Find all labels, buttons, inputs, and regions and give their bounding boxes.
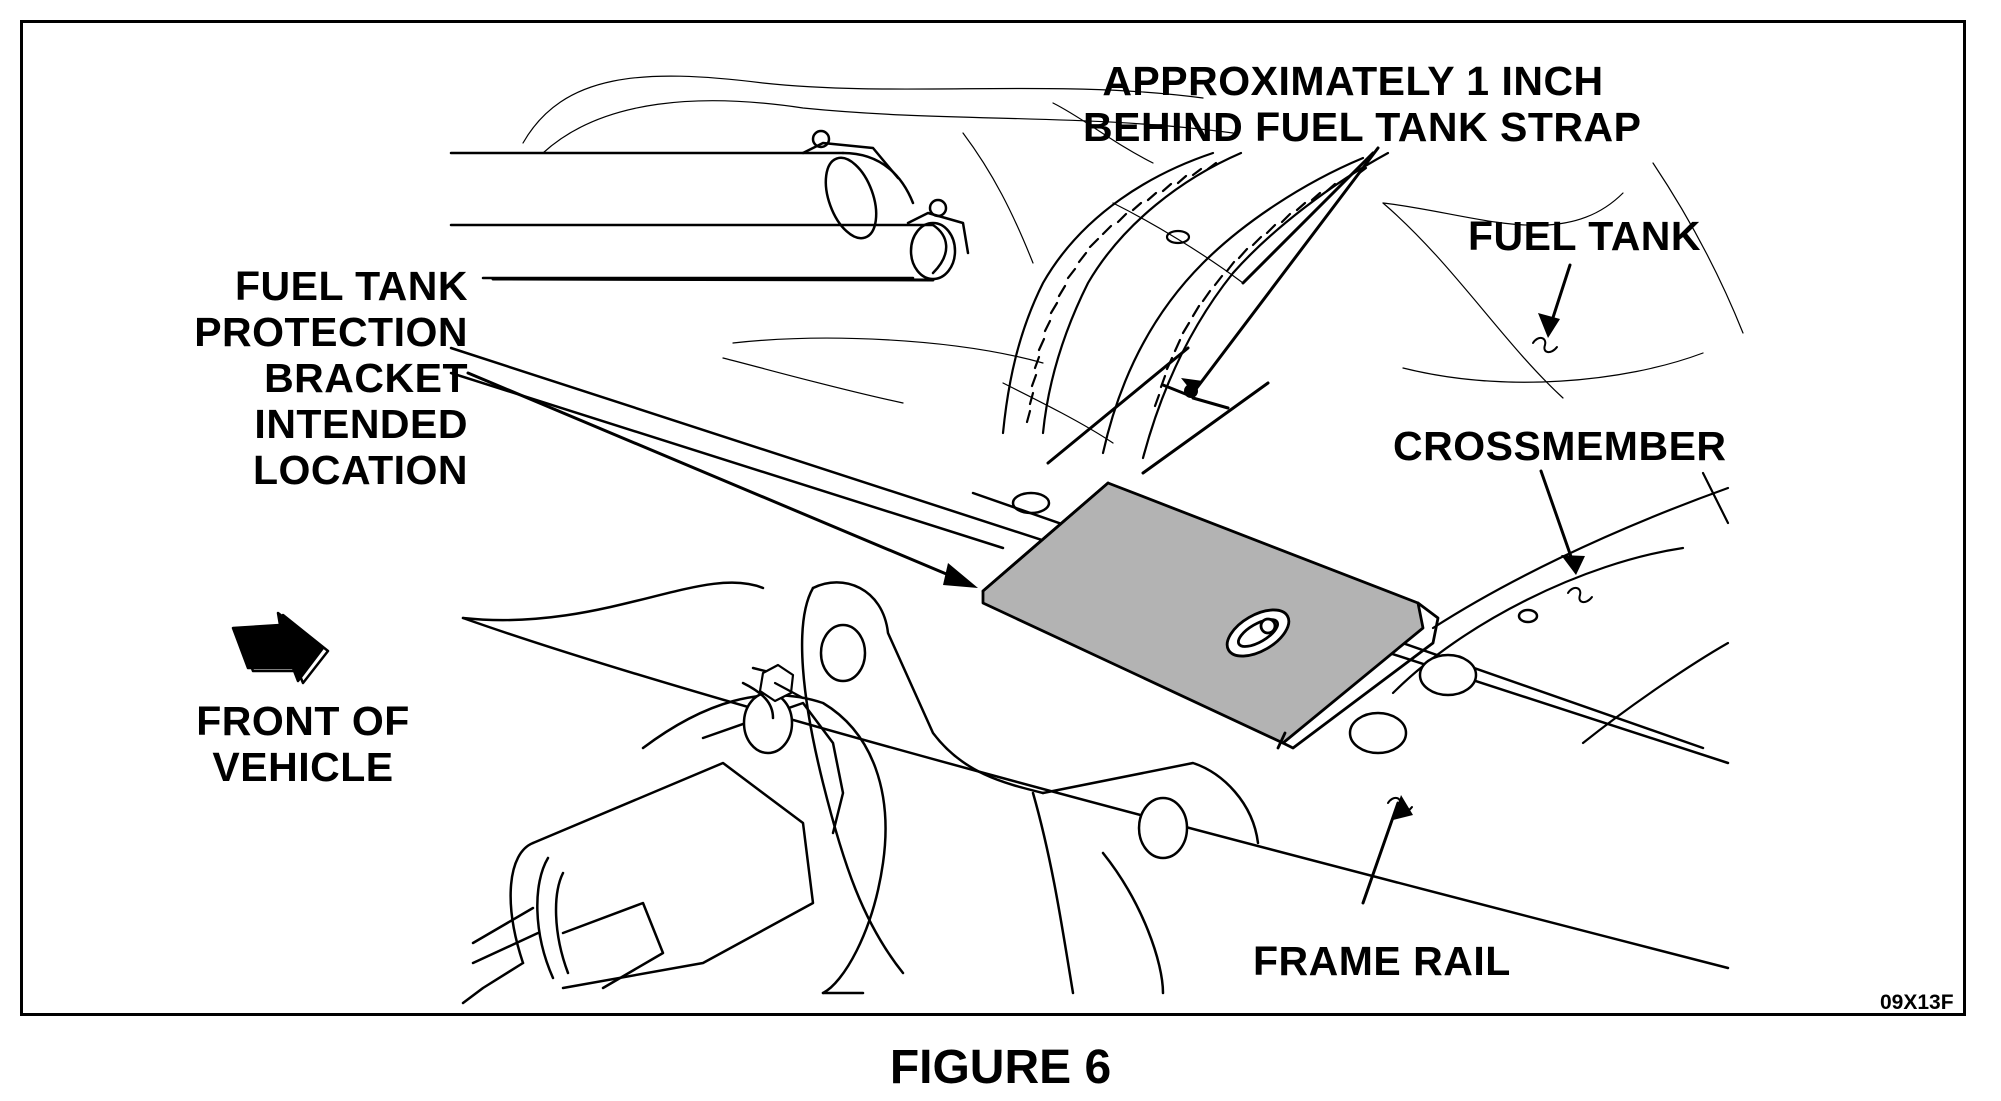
label-bracket-location: FUEL TANK PROTECTION BRACKET INTENDED LO… bbox=[194, 263, 468, 493]
leader-lines bbox=[466, 146, 1577, 905]
measurement-marks bbox=[1046, 346, 1270, 475]
fuel-lines bbox=[449, 129, 970, 281]
squiggles bbox=[1387, 337, 1593, 813]
label-crossmember: CROSSMEMBER bbox=[1393, 423, 1727, 469]
arrowheads bbox=[943, 313, 1585, 820]
figure-frame: APPROXIMATELY 1 INCH BEHIND FUEL TANK ST… bbox=[20, 20, 1966, 1016]
figure-code: 09X13F bbox=[1880, 991, 1954, 1014]
crossmember bbox=[1391, 471, 1730, 745]
nut bbox=[758, 663, 805, 703]
frame-plugs bbox=[1348, 653, 1478, 755]
lower-assembly bbox=[461, 581, 1260, 1005]
line-drawing bbox=[231, 75, 1744, 1005]
fuel-tank-strap bbox=[1001, 151, 1390, 460]
label-frame-rail: FRAME RAIL bbox=[1253, 938, 1511, 984]
label-approx-1-inch: APPROXIMATELY 1 INCH BEHIND FUEL TANK ST… bbox=[1083, 58, 1642, 150]
front-arrow bbox=[231, 611, 330, 685]
label-front-of-vehicle: FRONT OF VEHICLE bbox=[196, 698, 410, 790]
protection-bracket bbox=[981, 481, 1440, 750]
figure-caption: FIGURE 6 bbox=[889, 1041, 1112, 1094]
fuel-tank-outline bbox=[522, 75, 1744, 444]
label-fuel-tank: FUEL TANK bbox=[1468, 213, 1702, 259]
